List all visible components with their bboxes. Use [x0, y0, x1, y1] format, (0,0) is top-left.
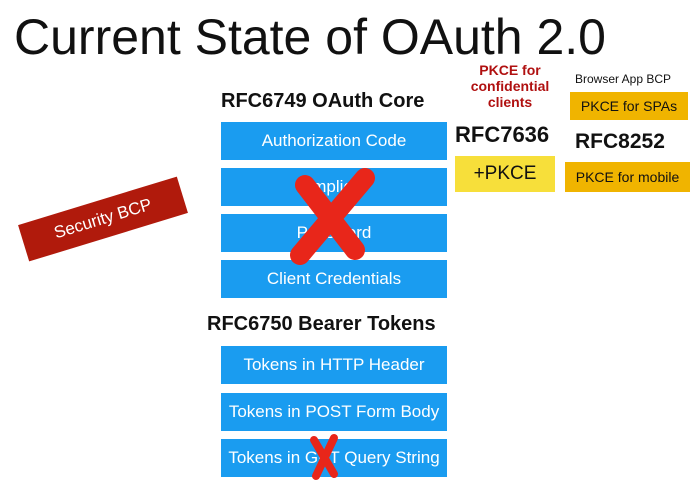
- browser-bcp-label: Browser App BCP: [575, 72, 672, 86]
- grant-authorization-code: Authorization Code: [221, 122, 447, 160]
- slide-title: Current State of OAuth 2.0: [14, 9, 606, 65]
- token-post-body: Tokens in POST Form Body: [221, 393, 447, 431]
- big-cross-icon: [290, 168, 375, 265]
- token-query-string: Tokens in GET Query String: [221, 439, 447, 477]
- pkce-mobile-label: PKCE for mobile: [565, 162, 690, 192]
- bearer-heading: RFC6750 Bearer Tokens: [207, 313, 436, 335]
- pkce-confidential-label: PKCE for confidential clients: [470, 62, 550, 110]
- core-heading: RFC6749 OAuth Core: [221, 90, 425, 112]
- rfc7636-label: RFC7636: [455, 122, 550, 147]
- pkce-label: +PKCE: [455, 156, 555, 192]
- small-cross-icon: [310, 434, 338, 480]
- pkce-spa-label: PKCE for SPAs: [570, 92, 688, 120]
- grant-client-credentials: Client Credentials: [221, 260, 447, 298]
- rfc8252-label: RFC8252: [575, 130, 665, 153]
- token-http-header: Tokens in HTTP Header: [221, 346, 447, 384]
